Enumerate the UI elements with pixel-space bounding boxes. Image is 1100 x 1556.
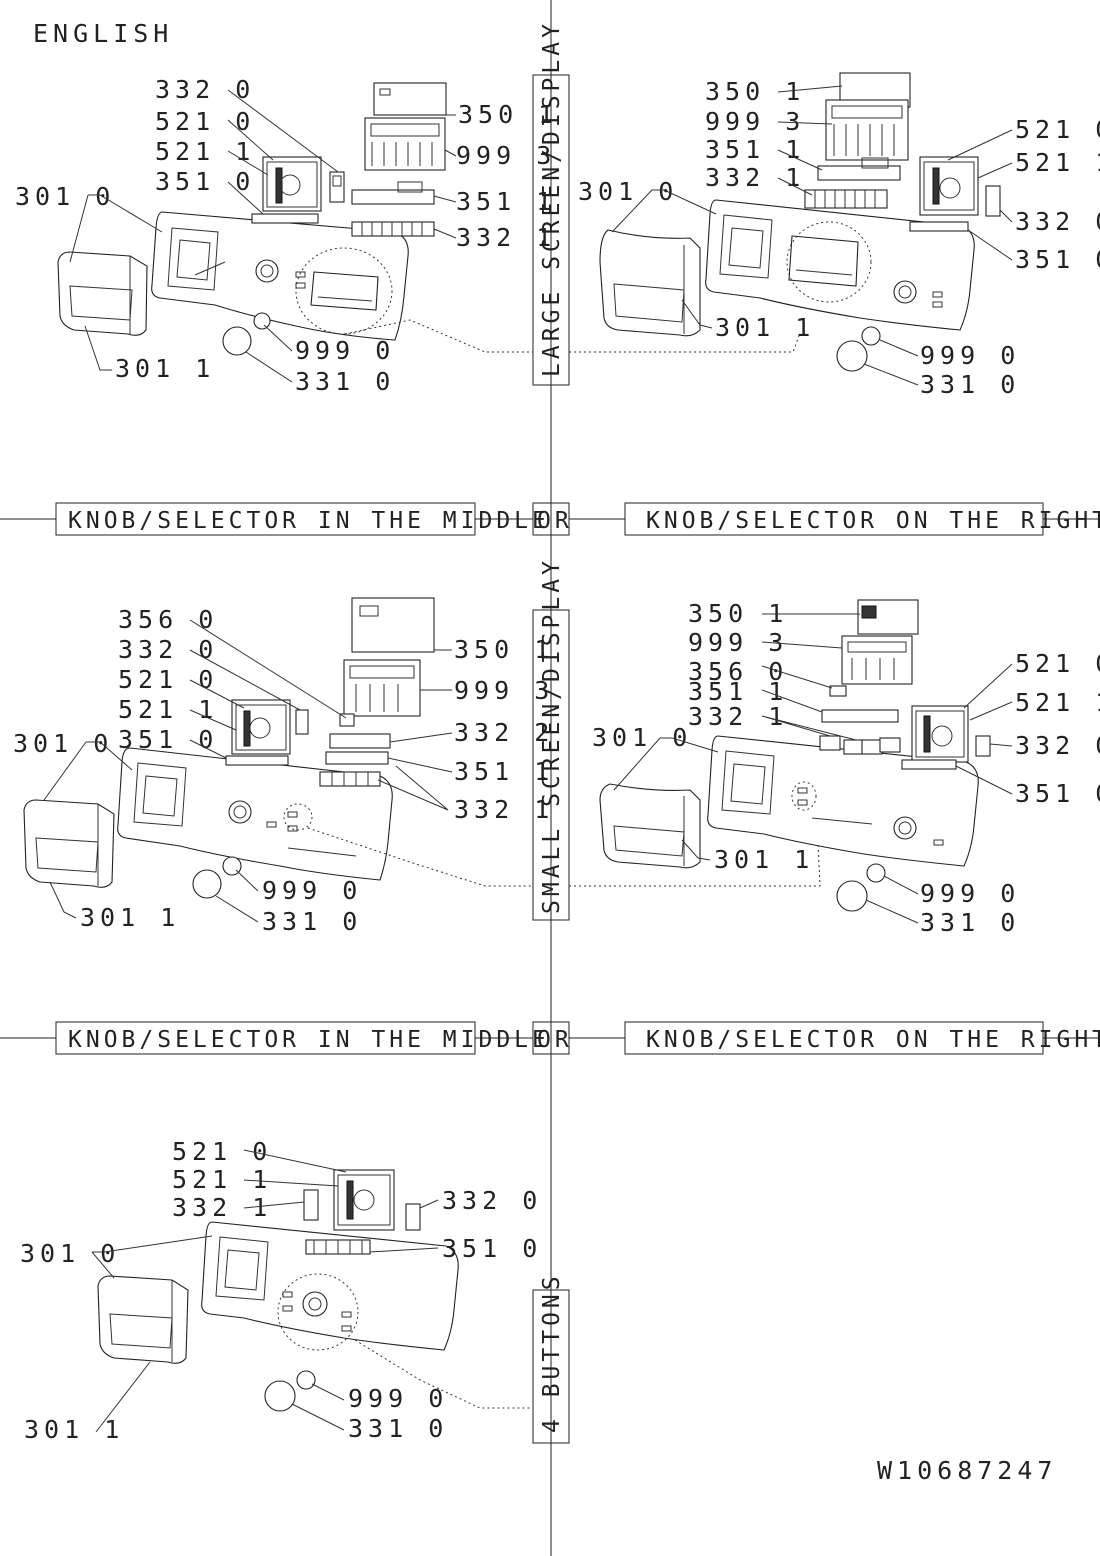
section-title-small-screen: SMALL SCREEN/DISPLAY	[532, 557, 570, 921]
svg-text:301 1: 301 1	[715, 313, 815, 342]
assembly-small-right	[599, 599, 991, 912]
svg-text:521 0: 521 0	[1015, 649, 1100, 678]
svg-text:KNOB/SELECTOR ON THE RIGHT: KNOB/SELECTOR ON THE RIGHT	[646, 508, 1100, 534]
svg-text:331 0: 331 0	[262, 907, 362, 936]
svg-text:351 1: 351 1	[456, 187, 556, 216]
svg-text:332 2: 332 2	[454, 718, 554, 747]
svg-text:999 0: 999 0	[348, 1384, 448, 1413]
svg-text:999 0: 999 0	[920, 341, 1020, 370]
svg-text:350 1: 350 1	[458, 100, 558, 129]
svg-text:999 3: 999 3	[705, 107, 805, 136]
svg-text:351 0: 351 0	[1015, 779, 1100, 808]
svg-text:521 1: 521 1	[1015, 148, 1100, 177]
caption-small-left: KNOB/SELECTOR IN THE MIDDLE	[55, 1021, 550, 1055]
svg-text:351 1: 351 1	[705, 135, 805, 164]
language-label: ENGLISH	[33, 19, 173, 48]
assembly-large-right	[599, 72, 1001, 372]
svg-text:301 0: 301 0	[13, 729, 113, 758]
svg-text:999 0: 999 0	[295, 336, 395, 365]
svg-text:350 1: 350 1	[705, 77, 805, 106]
assembly-four-buttons	[97, 1169, 533, 1412]
svg-text:351 0: 351 0	[1015, 245, 1100, 274]
svg-text:351 0: 351 0	[118, 725, 218, 754]
document-number: W10687247	[877, 1456, 1057, 1485]
assembly-large-middle	[57, 82, 801, 356]
caption-large-right: KNOB/SELECTOR ON THE RIGHT	[624, 502, 1100, 536]
svg-text:999 0: 999 0	[262, 876, 362, 905]
svg-text:4 BUTTONS: 4 BUTTONS	[539, 1272, 565, 1433]
assembly-small-middle	[23, 597, 821, 899]
callouts-small-right: 350 1 999 3 356 0 351 1 332 1 301 0 521 …	[592, 599, 1100, 937]
svg-text:301 1: 301 1	[714, 845, 814, 874]
callouts-large-right: 350 1 999 3 351 1 332 1 301 0 521 0 521 …	[578, 77, 1100, 399]
svg-text:332 1: 332 1	[454, 795, 554, 824]
svg-text:521 1: 521 1	[118, 695, 218, 724]
svg-text:331 0: 331 0	[295, 367, 395, 396]
svg-text:351 0: 351 0	[155, 167, 255, 196]
section-title-four-buttons: 4 BUTTONS	[532, 1272, 570, 1444]
svg-text:332 0: 332 0	[442, 1186, 542, 1215]
svg-text:356 0: 356 0	[118, 605, 218, 634]
svg-text:351 1: 351 1	[454, 757, 554, 786]
svg-text:331 0: 331 0	[920, 370, 1020, 399]
svg-text:SMALL SCREEN/DISPLAY: SMALL SCREEN/DISPLAY	[539, 557, 565, 914]
svg-text:999 3: 999 3	[454, 676, 554, 705]
svg-text:521 1: 521 1	[1015, 688, 1100, 717]
svg-text:999 0: 999 0	[920, 879, 1020, 908]
svg-text:KNOB/SELECTOR ON THE RIGHT: KNOB/SELECTOR ON THE RIGHT	[646, 1027, 1100, 1053]
svg-text:301 0: 301 0	[20, 1239, 120, 1268]
or-box-1: OR	[532, 502, 573, 536]
callouts-four-buttons: 521 0 521 1 332 1 332 0 351 0 301 0 999 …	[20, 1137, 542, 1444]
svg-text:332 0: 332 0	[155, 75, 255, 104]
svg-text:521 0: 521 0	[155, 107, 255, 136]
svg-text:332 1: 332 1	[456, 223, 556, 252]
svg-text:521 0: 521 0	[172, 1137, 272, 1166]
svg-text:351 0: 351 0	[442, 1234, 542, 1263]
or-box-2: OR	[532, 1021, 573, 1055]
callouts-small-middle: 356 0 332 0 521 0 521 1 351 0 301 0 350 …	[13, 605, 554, 936]
svg-text:521 1: 521 1	[172, 1165, 272, 1194]
svg-text:521 1: 521 1	[155, 137, 255, 166]
svg-text:301 0: 301 0	[592, 723, 692, 752]
svg-text:LARGE SCREEN/DISPLAY: LARGE SCREEN/DISPLAY	[539, 20, 565, 377]
svg-text:301 1: 301 1	[24, 1415, 124, 1444]
svg-text:332 1: 332 1	[172, 1193, 272, 1222]
svg-text:350 1: 350 1	[454, 635, 554, 664]
svg-text:332 0: 332 0	[118, 635, 218, 664]
svg-text:356 0: 356 0	[688, 657, 788, 686]
svg-text:301 1: 301 1	[115, 354, 215, 383]
svg-text:521 0: 521 0	[1015, 115, 1100, 144]
section-title-large-screen: LARGE SCREEN/DISPLAY	[532, 20, 570, 386]
svg-text:331 0: 331 0	[920, 908, 1020, 937]
svg-text:332 1: 332 1	[705, 163, 805, 192]
callouts-large-middle: 332 0 521 0 521 1 351 0 301 0 350 1 999 …	[15, 75, 558, 396]
svg-text:OR: OR	[537, 1027, 573, 1053]
svg-text:KNOB/SELECTOR IN THE MIDDLE: KNOB/SELECTOR IN THE MIDDLE	[68, 1027, 550, 1053]
caption-large-left: KNOB/SELECTOR IN THE MIDDLE	[55, 502, 550, 536]
svg-text:332 1: 332 1	[688, 702, 788, 731]
svg-text:301 1: 301 1	[80, 903, 180, 932]
svg-text:332 0: 332 0	[1015, 207, 1100, 236]
svg-text:301 0: 301 0	[578, 177, 678, 206]
svg-text:521 0: 521 0	[118, 665, 218, 694]
svg-text:332 0: 332 0	[1015, 731, 1100, 760]
caption-small-right: KNOB/SELECTOR ON THE RIGHT	[624, 1021, 1100, 1055]
svg-text:999 3: 999 3	[456, 141, 556, 170]
svg-text:331 0: 331 0	[348, 1414, 448, 1443]
svg-text:KNOB/SELECTOR IN THE MIDDLE: KNOB/SELECTOR IN THE MIDDLE	[68, 508, 550, 534]
svg-text:301 0: 301 0	[15, 182, 115, 211]
svg-text:OR: OR	[537, 508, 573, 534]
